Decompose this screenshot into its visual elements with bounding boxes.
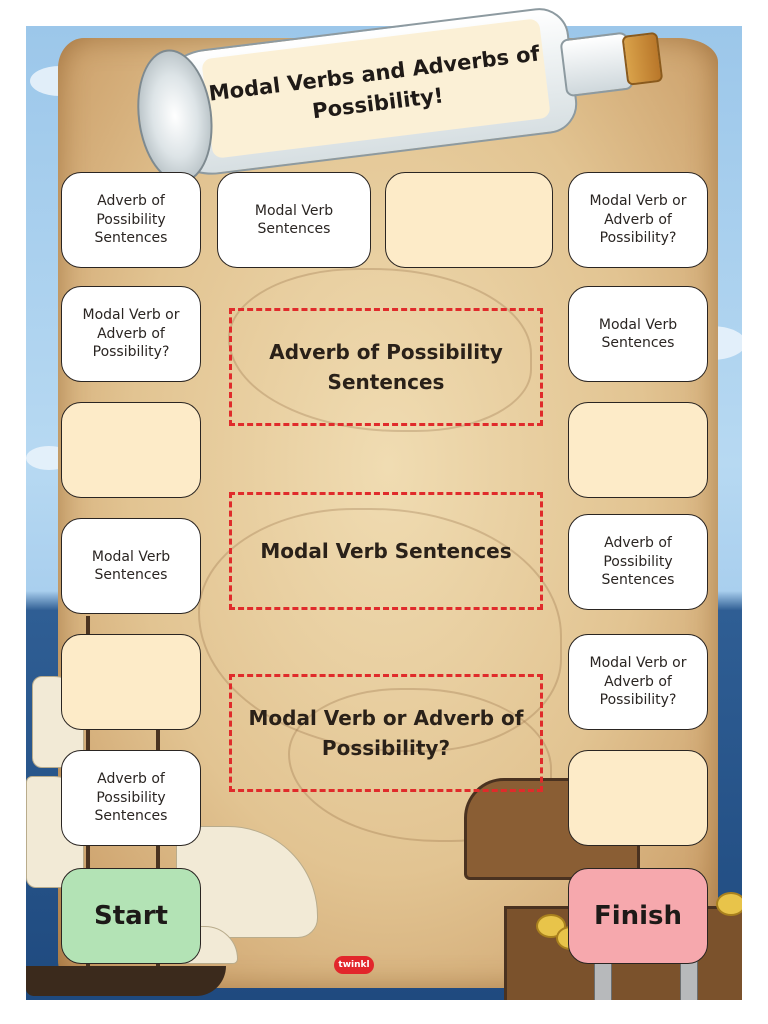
- start-square[interactable]: Start: [61, 868, 201, 964]
- gold-coin: [716, 892, 742, 916]
- board-square-right-6[interactable]: [568, 750, 708, 846]
- board-square-left-2[interactable]: Modal Verb or Adverb of Possibility?: [61, 286, 201, 382]
- twinkl-logo: twinkl: [334, 956, 374, 974]
- board-square-top-left[interactable]: Adverb of Possibility Sentences: [61, 172, 201, 268]
- board-square-top-blank[interactable]: [385, 172, 553, 268]
- map-line: [288, 688, 552, 842]
- board-square-top-right[interactable]: Modal Verb or Adverb of Possibility?: [568, 172, 708, 268]
- board-square-left-5[interactable]: [61, 634, 201, 730]
- board-square-left-4[interactable]: Modal Verb Sentences: [61, 518, 201, 614]
- key-modal-verb: Modal Verb Sentences: [229, 492, 543, 610]
- board-square-right-5[interactable]: Modal Verb or Adverb of Possibility?: [568, 634, 708, 730]
- board-square-right-4[interactable]: Adverb of Possibility Sentences: [568, 514, 708, 610]
- board-square-left-6[interactable]: Adverb of Possibility Sentences: [61, 750, 201, 846]
- ship-hull: [26, 966, 226, 996]
- key-modal-or-adverb: Modal Verb or Adverb of Possibility?: [229, 674, 543, 792]
- board-square-right-3[interactable]: [568, 402, 708, 498]
- board-square-top-middle[interactable]: Modal Verb Sentences: [217, 172, 371, 268]
- board-square-left-3[interactable]: [61, 402, 201, 498]
- board-square-right-2[interactable]: Modal Verb Sentences: [568, 286, 708, 382]
- finish-square[interactable]: Finish: [568, 868, 708, 964]
- key-adverb-of-possibility: Adverb of Possibility Sentences: [229, 308, 543, 426]
- cork: [621, 31, 664, 86]
